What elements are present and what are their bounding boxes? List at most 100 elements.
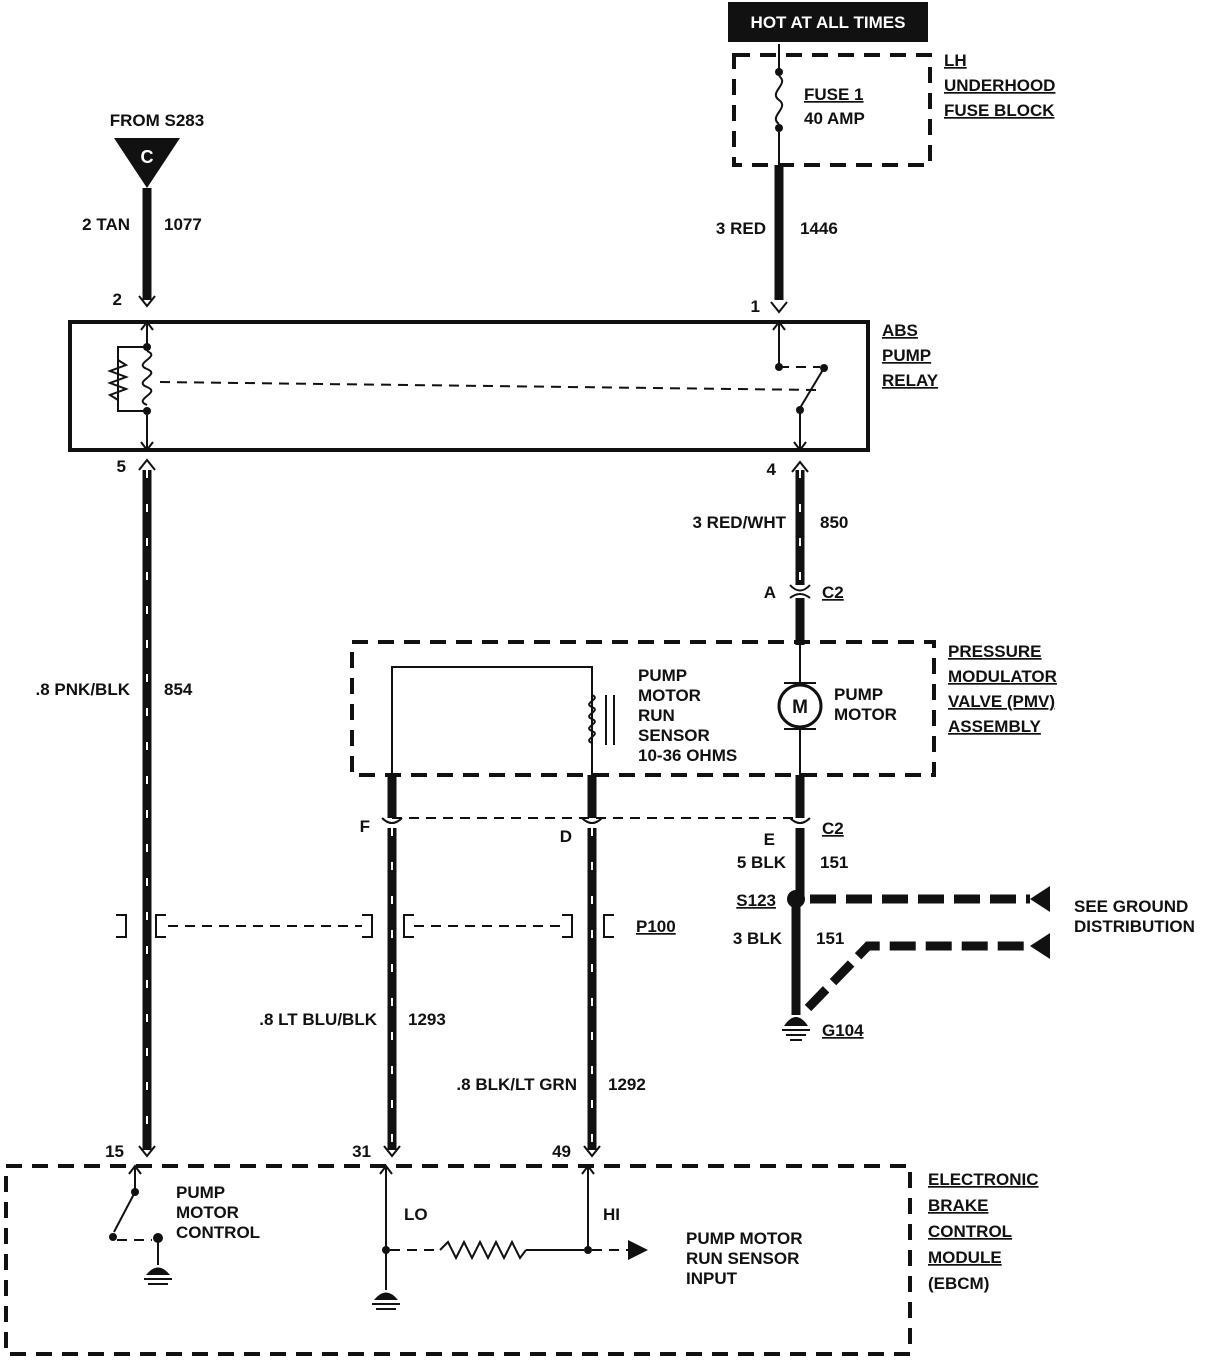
svg-text:MOTOR: MOTOR [176,1203,239,1222]
svg-text:151: 151 [816,929,844,948]
svg-text:RELAY: RELAY [882,371,939,390]
svg-text:3 RED: 3 RED [716,219,766,238]
svg-text:5 BLK: 5 BLK [737,853,787,872]
svg-text:1293: 1293 [408,1010,446,1029]
svg-text:ABS: ABS [882,321,918,340]
wire-3-blk-151: 3 BLK 151 [733,899,844,1015]
wire-3-red-wht-850: 3 RED/WHT 850 [693,470,848,585]
svg-text:1292: 1292 [608,1075,646,1094]
svg-text:SENSOR: SENSOR [638,726,710,745]
svg-text:850: 850 [820,513,848,532]
svg-text:151: 151 [820,853,848,872]
ebcm-pin-15: 15 [105,1142,124,1161]
relay-pin-1: 1 [751,297,760,316]
svg-text:HOT AT ALL TIMES: HOT AT ALL TIMES [751,13,906,32]
ebcm-module [4,1164,912,1356]
svg-text:S123: S123 [736,891,776,910]
abs-pump-relay [68,320,870,452]
svg-text:.8 PNK/BLK: .8 PNK/BLK [36,680,131,699]
fuse-icon [774,75,784,125]
relay-pin-2: 2 [113,290,122,309]
ebcm-pin-31: 31 [352,1142,371,1161]
control-switch-contact [113,1191,136,1233]
svg-text:INPUT: INPUT [686,1269,738,1288]
svg-text:CONTROL: CONTROL [928,1222,1012,1241]
svg-text:MODULATOR: MODULATOR [948,667,1057,686]
svg-text:MOTOR: MOTOR [834,705,897,724]
pump-motor-icon [777,683,823,729]
relay-switch-contact [799,367,825,409]
svg-text:MOTOR: MOTOR [638,686,701,705]
svg-text:PUMP: PUMP [882,346,931,365]
svg-text:MODULE: MODULE [928,1248,1002,1267]
svg-text:2 TAN: 2 TAN [82,215,130,234]
arrow-icon [1030,886,1050,912]
pin-e: E [764,830,775,849]
wire-2-tan-1077: 2 TAN 1077 [82,188,202,300]
wire-lt-blu-blk-1293: .8 LT BLU/BLK 1293 [259,828,446,1150]
run-sensor-input-label: PUMP MOTOR RUN SENSOR INPUT [686,1229,803,1288]
relay-pin-5: 5 [117,457,126,476]
svg-text:PUMP MOTOR: PUMP MOTOR [686,1229,803,1248]
svg-text:ELECTRONIC: ELECTRONIC [928,1170,1039,1189]
ground-icon [374,1292,398,1300]
run-sensor-label: PUMP MOTOR RUN SENSOR 10-36 OHMS [638,666,737,765]
relay-coil-icon [141,350,153,406]
pump-motor-label: PUMP MOTOR [834,685,897,724]
wire-3-red-1446: 3 RED 1446 [716,165,838,300]
svg-text:10-36 OHMS: 10-36 OHMS [638,746,737,765]
relay-title: ABS PUMP RELAY [882,321,939,390]
connector-p100: P100 [116,914,676,938]
fuse-name: FUSE 1 [804,85,864,104]
pmv-assembly: M [350,640,936,777]
ground-icon [146,1267,170,1275]
run-sensor-coil-icon [588,694,596,744]
pmv-title: PRESSURE MODULATOR VALVE (PMV) ASSEMBLY [948,642,1057,736]
svg-text:C: C [141,147,154,167]
connector-c-triangle-icon [114,138,180,188]
connector-c2-pin-a: A C2 [764,583,844,602]
svg-text:C2: C2 [822,583,844,602]
svg-text:FUSE BLOCK: FUSE BLOCK [944,101,1055,120]
pump-motor-control-label: PUMP MOTOR CONTROL [176,1183,260,1242]
ebcm-title: ELECTRONIC BRAKE CONTROL MODULE (EBCM) [928,1170,1039,1293]
hi-label: HI [603,1205,620,1224]
ground-distribution-link: SEE GROUND DISTRIBUTION [804,886,1195,1012]
resistor-icon [439,1239,527,1261]
svg-text:PUMP: PUMP [638,666,687,685]
pin-f: F [360,817,370,836]
svg-text:854: 854 [164,680,193,699]
svg-text:PRESSURE: PRESSURE [948,642,1042,661]
svg-text:3 BLK: 3 BLK [733,929,783,948]
c2-bottom-label: C2 [822,819,844,838]
svg-text:G104: G104 [822,1021,864,1040]
relay-resistor-icon [107,359,129,401]
arrow-icon [1030,933,1050,959]
svg-text:LH: LH [944,51,967,70]
fuse-rating: 40 AMP [804,109,865,128]
svg-text:FROM S283: FROM S283 [110,111,204,130]
svg-text:P100: P100 [636,917,676,936]
fuse-block-title: LH UNDERHOOD FUSE BLOCK [944,51,1055,120]
lo-label: LO [404,1205,428,1224]
wire-pnk-blk-854: .8 PNK/BLK 854 [36,470,193,1150]
wire-5-blk-151: 5 BLK 151 [737,828,848,898]
svg-text:1077: 1077 [164,215,202,234]
svg-text:RUN: RUN [638,706,675,725]
svg-text:CONTROL: CONTROL [176,1223,260,1242]
ground-g104: G104 [782,1017,864,1041]
svg-text:M: M [792,697,808,718]
ebcm-pin-49: 49 [552,1142,571,1161]
svg-text:PUMP: PUMP [834,685,883,704]
svg-text:SEE GROUND: SEE GROUND [1074,897,1188,916]
wire-blk-lt-grn-1292: .8 BLK/LT GRN 1292 [456,828,646,1150]
svg-text:RUN SENSOR: RUN SENSOR [686,1249,799,1268]
svg-text:A: A [764,583,776,602]
svg-text:ASSEMBLY: ASSEMBLY [948,717,1042,736]
ground-icon [784,1017,808,1026]
svg-text:DISTRIBUTION: DISTRIBUTION [1074,917,1195,936]
pin-d: D [560,827,572,846]
svg-text:1446: 1446 [800,219,838,238]
fuse-block: FUSE 1 40 AMP [732,44,932,167]
